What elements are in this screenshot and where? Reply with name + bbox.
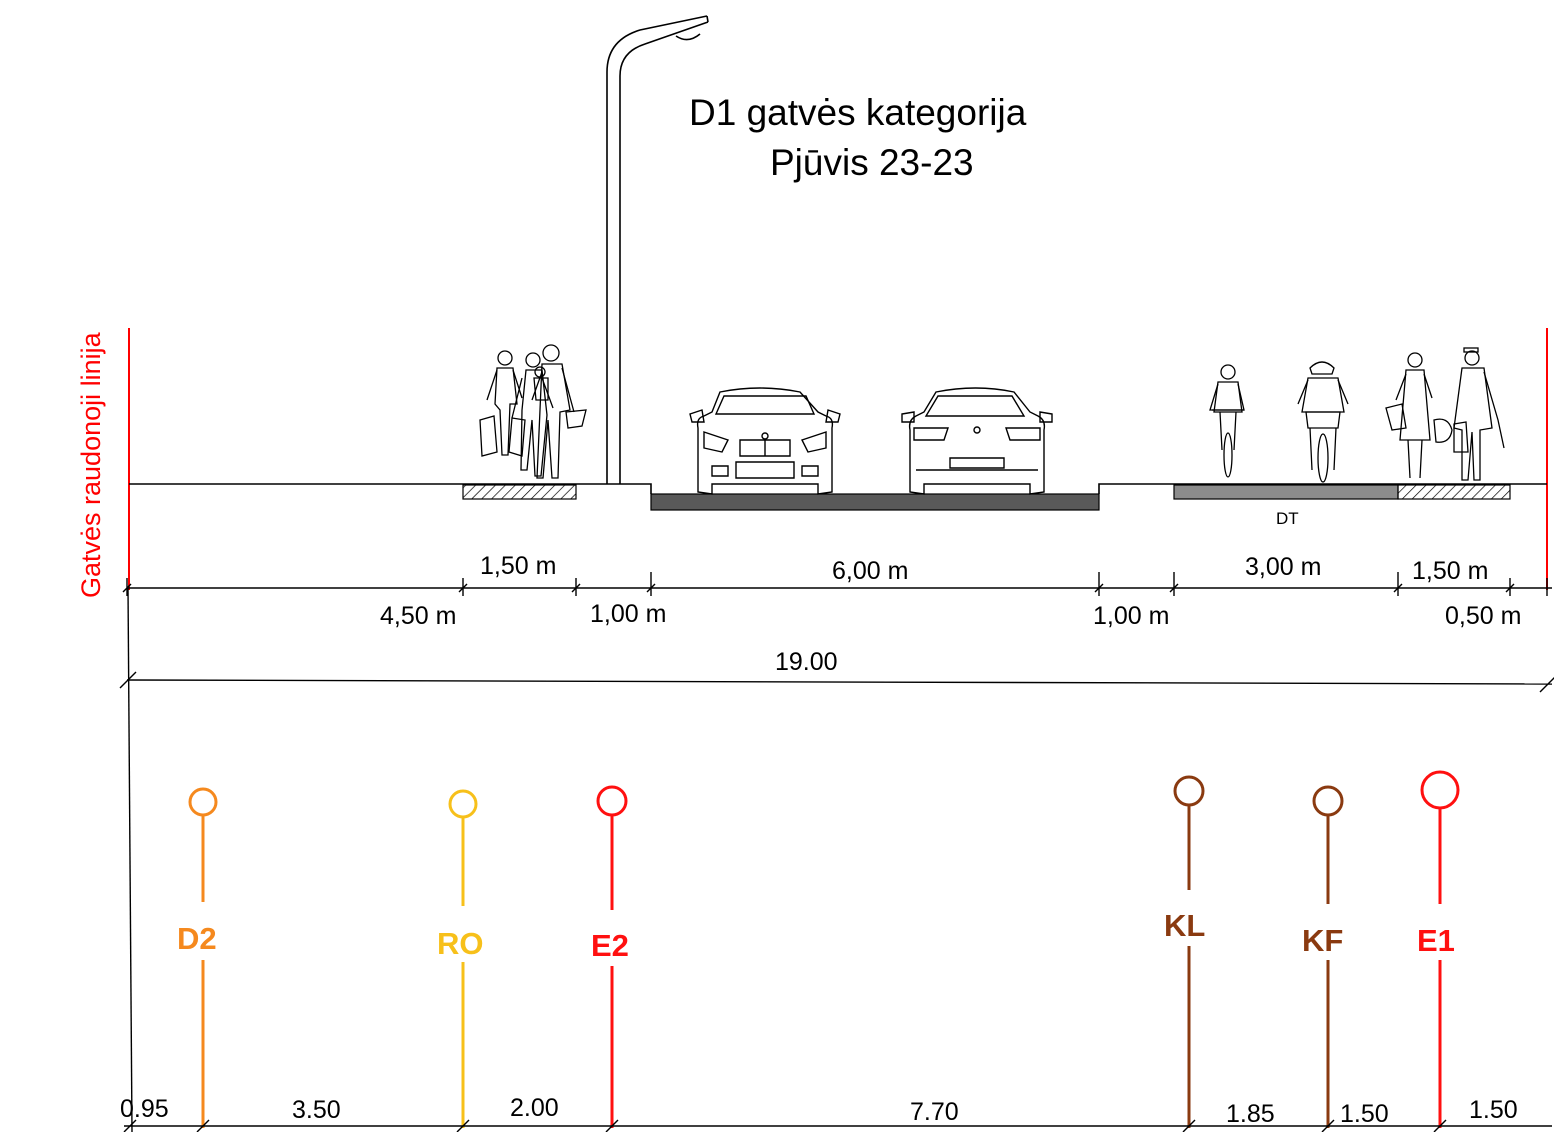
offset-3: 7.70 bbox=[910, 1098, 959, 1126]
car-rear-icon bbox=[901, 387, 1053, 495]
utility-D2 bbox=[188, 787, 218, 1128]
utility-KL bbox=[1173, 775, 1205, 1128]
cyclist-icon bbox=[1209, 364, 1245, 478]
utility-RO bbox=[448, 789, 478, 1128]
utility-E2 bbox=[596, 785, 628, 1128]
bike-path-surface bbox=[1173, 484, 1399, 500]
utility-label-RO: RO bbox=[437, 926, 484, 961]
street-lamp-icon bbox=[606, 15, 709, 484]
car-front-icon bbox=[689, 387, 841, 495]
offset-0: 0.95 bbox=[120, 1095, 169, 1123]
dim-bike-path: 3,00 m bbox=[1245, 553, 1321, 581]
utility-label-KF: KF bbox=[1302, 923, 1343, 958]
cyclist-rear-icon bbox=[1297, 361, 1349, 483]
utility-marker-circle bbox=[596, 785, 628, 817]
sidewalk-left-paving bbox=[462, 484, 577, 500]
dim-edge-right: 0,50 m bbox=[1445, 602, 1521, 630]
sidewalk-right-paving bbox=[1397, 484, 1511, 500]
dim-sidewalk-left: 1,50 m bbox=[480, 552, 556, 580]
offset-2: 2.00 bbox=[510, 1094, 559, 1122]
section-subtitle: Pjūvis 23-23 bbox=[770, 142, 974, 183]
dim-lamp-strip: 1,00 m bbox=[590, 600, 666, 628]
roadway-surface bbox=[650, 493, 1100, 511]
utility-label-E1: E1 bbox=[1417, 923, 1455, 958]
offset-6: 1.50 bbox=[1469, 1096, 1518, 1124]
red-line-label: Gatvės raudonoji linija bbox=[76, 331, 106, 598]
total-dimension-line bbox=[119, 587, 1554, 1132]
section-title: D1 gatvės kategorija bbox=[689, 92, 1027, 133]
dim-total-width: 19.00 bbox=[775, 648, 838, 676]
utility-offset-line bbox=[123, 1119, 1552, 1132]
offset-1: 3.50 bbox=[292, 1096, 341, 1124]
dimension-lines bbox=[122, 572, 1552, 596]
utility-marker-circle bbox=[188, 787, 218, 817]
utility-label-E2: E2 bbox=[591, 928, 629, 963]
offset-4: 1.85 bbox=[1226, 1100, 1275, 1128]
pedestrian-group-icon bbox=[479, 344, 587, 479]
utility-KF bbox=[1312, 785, 1344, 1128]
dim-divider-strip: 1,00 m bbox=[1093, 602, 1169, 630]
bike-path-label: DT bbox=[1276, 509, 1299, 528]
pedestrian-group-icon bbox=[1385, 347, 1505, 481]
offset-5: 1.50 bbox=[1340, 1100, 1389, 1128]
ground-profile bbox=[129, 483, 1547, 494]
utility-marker-circle bbox=[1312, 785, 1344, 817]
utility-marker-circle bbox=[448, 789, 478, 819]
utility-marker-circle bbox=[1420, 770, 1460, 810]
utility-label-D2: D2 bbox=[177, 921, 217, 956]
dim-verge-left: 4,50 m bbox=[380, 602, 456, 630]
dim-roadway: 6,00 m bbox=[832, 557, 908, 585]
dim-sidewalk-right: 1,50 m bbox=[1412, 557, 1488, 585]
utility-label-KL: KL bbox=[1164, 908, 1205, 943]
utility-E1 bbox=[1420, 770, 1460, 1128]
utility-marker-circle bbox=[1173, 775, 1205, 807]
